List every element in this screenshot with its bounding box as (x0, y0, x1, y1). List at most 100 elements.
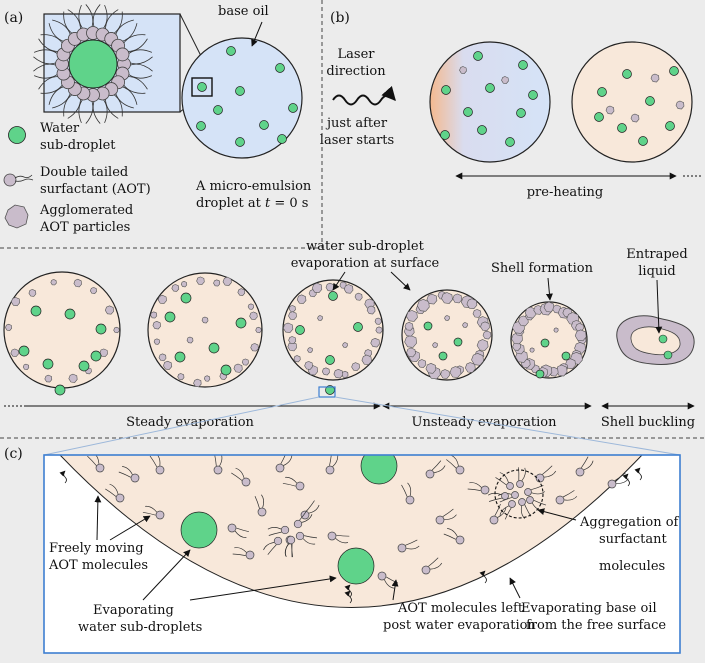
water-subdroplet (453, 337, 463, 347)
shell-formation-label: Shell formation (491, 261, 594, 276)
aot-agglomerate (311, 282, 323, 294)
aot-agglomerate (565, 358, 576, 370)
aot-agglomerate (177, 373, 185, 381)
aot-agglomerate (339, 281, 347, 289)
aot-molecule (282, 476, 305, 491)
water-subdroplet (360, 455, 398, 485)
water-subdroplet (235, 86, 245, 96)
aot-agglomerate (307, 347, 313, 353)
aot-agglomerate (321, 367, 330, 376)
water-subdroplet (164, 311, 176, 323)
aot-molecule (263, 536, 283, 555)
aot-agglomerate (675, 100, 685, 110)
aot-molecule (443, 528, 465, 545)
aot-agglomerate (171, 284, 180, 292)
aot-agglomerate (375, 326, 383, 334)
water-subdroplet (220, 364, 232, 376)
just-after-line2: laser starts (320, 133, 394, 148)
aot-molecule (232, 547, 255, 560)
aot-agglomerate (482, 330, 492, 340)
panel-label-b: (b) (330, 10, 350, 26)
water-subdroplet (528, 90, 538, 100)
base-oil-evap-line1: Evaporating base oil (521, 601, 657, 616)
droplet-stage-5 (510, 301, 588, 379)
aot-agglomerate (574, 329, 587, 342)
aot-agglomerate (543, 301, 555, 313)
water-subdroplet (669, 66, 679, 76)
aot-agglomerate (44, 374, 53, 383)
water-subdroplet (328, 291, 338, 301)
aot-molecule (275, 455, 293, 473)
aot-agglomerate (426, 293, 438, 305)
aot-agglomerate (288, 305, 296, 313)
water-subdroplet (295, 325, 305, 335)
legend-agglomerate-line2: AOT particles (39, 220, 130, 235)
laser-wave-arrow (332, 85, 396, 106)
aot-agglomerate (304, 361, 313, 370)
water-evap-arrow-2 (390, 271, 411, 291)
water-subdroplet (275, 63, 285, 73)
freely-arrow-2 (109, 515, 151, 541)
water-subdroplet (259, 120, 269, 130)
aot-agglomerate (158, 353, 167, 362)
water-subdroplet (473, 51, 483, 61)
core-water (68, 39, 118, 89)
aot-molecule (87, 455, 105, 473)
aot-agglomerate (342, 342, 348, 348)
caption-line1: A micro-emulsion (195, 179, 312, 194)
aot-molecule (495, 472, 514, 490)
panel-label-a: (a) (4, 10, 23, 26)
aot-agglomerate (250, 343, 259, 352)
freely-line2: AOT molecules (48, 558, 148, 573)
aot-agglomerate (325, 282, 335, 292)
aot-agglomerate (471, 352, 484, 366)
aot-agglomerate (157, 294, 167, 304)
aot-agglomerate (512, 342, 521, 351)
buckling-label: Shell buckling (601, 415, 695, 430)
aot-molecule (401, 482, 415, 505)
water-subdroplet (42, 358, 54, 370)
aot-left-line2: post water evaporation (383, 618, 536, 633)
initial-droplet (181, 37, 303, 159)
aggregation-arrow (537, 508, 577, 521)
aot-agglomerate (296, 294, 307, 304)
water-subdroplet (18, 345, 30, 357)
aot-agglomerate (351, 362, 360, 371)
aot-agglomerate (476, 339, 489, 351)
aot-agglomerate (104, 305, 115, 315)
aot-molecule (435, 508, 457, 525)
aot-agglomerate (201, 316, 209, 324)
aot-agglomerate (555, 364, 568, 377)
water-subdroplet (594, 112, 604, 122)
aot-agglomerate (180, 280, 188, 288)
aot-agglomerate (150, 311, 158, 319)
aot-molecule (499, 500, 516, 520)
surfactant-icon (3, 173, 34, 187)
vapour-squiggle (622, 473, 630, 487)
droplet-stage-4 (401, 289, 493, 381)
aot-agglomerate (466, 298, 478, 310)
aot-agglomerate (444, 315, 450, 321)
aot-agglomerate (432, 342, 438, 348)
water-subdroplet (54, 384, 66, 396)
laser-label-line2: direction (326, 64, 386, 79)
water-subdroplet (180, 511, 218, 549)
aot-agglomerate (354, 292, 363, 301)
just-after-line1: just after (325, 116, 388, 131)
aot-molecule (118, 466, 140, 483)
legend-surfactant-line2: surfactant (AOT) (40, 182, 151, 197)
aot-agglomerate (22, 363, 30, 371)
water-subdroplet (213, 105, 223, 115)
evap-water-line1: Evaporating (93, 603, 174, 618)
water-subdroplet (226, 46, 236, 56)
freely-line1: Freely moving (49, 541, 144, 556)
water-subdroplet (95, 323, 107, 335)
laser-label-line1: Laser (338, 47, 376, 62)
aot-agglomerate (529, 347, 535, 353)
aot-left-line1: AOT molecules left (397, 601, 524, 616)
aot-agglomerate (288, 311, 297, 320)
legend-surfactant-line1: Double tailed (40, 165, 128, 180)
shell-formation-arrow (545, 277, 553, 301)
aot-agglomerate (203, 375, 211, 382)
